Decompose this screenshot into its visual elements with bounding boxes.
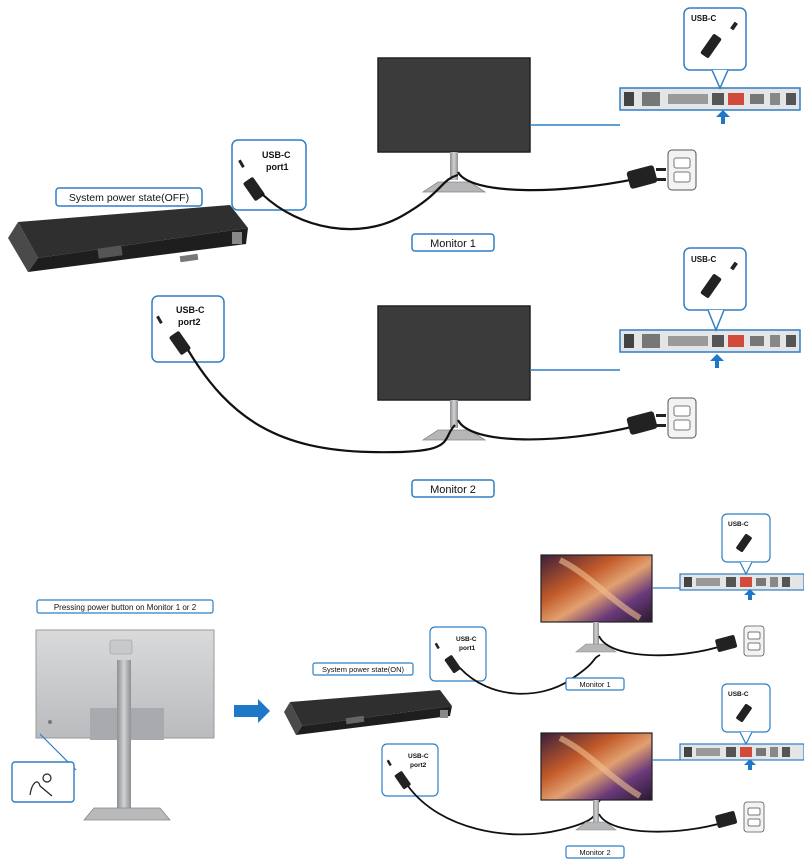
label-text: port2 [410,762,427,769]
monitor-rear-view [35,629,215,821]
arrow-up-icon [710,354,724,368]
label-text: USB-C [408,753,429,760]
usbc-plug-icon [736,703,752,723]
dock-on [284,690,452,735]
power-button-icon [48,720,52,724]
monitor-1-usbc-callout: USB-C [683,7,747,90]
label-text: port1 [266,162,289,172]
monitor-2-caption: Monitor 2 [411,479,495,498]
monitor-2-caption-on: Monitor 2 [565,845,625,859]
monitor-2-callout-label: USB-C [691,255,717,264]
dock-port1-callout-on: USB-C port1 [429,626,487,682]
monitor-1-port-panel [619,87,801,111]
monitor-1-callout-label: USB-C [691,14,717,23]
monitor-2-usbc-callout: USB-C [683,247,747,333]
monitor-1-caption: Monitor 1 [411,233,495,252]
pressing-label: Pressing power button on Monitor 1 or 2 [36,599,214,614]
label-text: USB-C [456,636,477,643]
dell-logo-icon [109,639,133,655]
power-plug-icon [626,411,666,435]
dock-off [8,205,248,272]
bottom-panel: Pressing power button on Monitor 1 or 2 [11,513,804,859]
arrow-up-icon [716,110,730,124]
wall-outlet-icon [667,397,697,439]
dock-port1-callout: USB-C port1 [231,139,307,211]
label-text: port1 [459,645,476,652]
monitor-1-usbc-callout-on: USB-C [721,513,771,576]
label-text: Monitor 1 [430,238,476,250]
label-text: USB-C [262,150,291,160]
dock-state-off-label: System power state(OFF) [55,187,203,207]
label-text: Pressing power button on Monitor 1 or 2 [54,603,197,612]
usbc-plug-icon [444,655,461,674]
usbc-plug-icon [700,34,722,58]
usbc-plug-icon [243,177,265,201]
monitor-2-off [377,305,531,441]
label-text: USB-C [728,691,749,698]
arrow-up-icon [744,589,756,600]
wall-outlet-icon [667,149,697,191]
monitor-2-port-panel-on [679,743,804,761]
power-plug-icon [715,811,738,828]
usbc-plug-icon [394,771,411,790]
wall-outlet-icon [743,801,765,833]
usbc-plug-icon [700,274,722,298]
label-text: USB-C [176,305,205,315]
label-text: port2 [178,317,201,327]
arrow-up-icon [744,759,756,770]
label-text: System power state(ON) [322,665,405,674]
monitor-1-off [377,57,531,193]
monitor-2-usbc-callout-on: USB-C [721,683,771,746]
dock-state-on-label: System power state(ON) [312,662,414,676]
power-plug-icon [626,165,666,189]
top-panel: USB-C [8,7,801,498]
monitor-2-on [540,732,653,831]
power-plug-icon [715,635,738,652]
dock-port2-callout-on: USB-C port2 [381,743,439,797]
label-text: Monitor 2 [579,848,610,857]
dock-port2-callout: USB-C port2 [151,295,225,363]
finger-press-icon [29,781,53,797]
arrow-right-icon [234,699,270,723]
power-button-zoom [11,761,75,803]
label-text: Monitor 2 [430,484,476,496]
wall-outlet-icon [743,625,765,657]
label-text: USB-C [728,521,749,528]
label-text: System power state(OFF) [69,192,189,204]
usbc-plug-icon [169,331,191,355]
monitor-1-caption-on: Monitor 1 [565,677,625,691]
usbc-plug-icon [736,533,752,553]
monitor-1-port-panel-on [679,573,804,591]
monitor-1-on [540,554,653,653]
monitor-2-port-panel [619,329,801,353]
label-text: Monitor 1 [579,680,610,689]
power-icon [42,773,52,783]
